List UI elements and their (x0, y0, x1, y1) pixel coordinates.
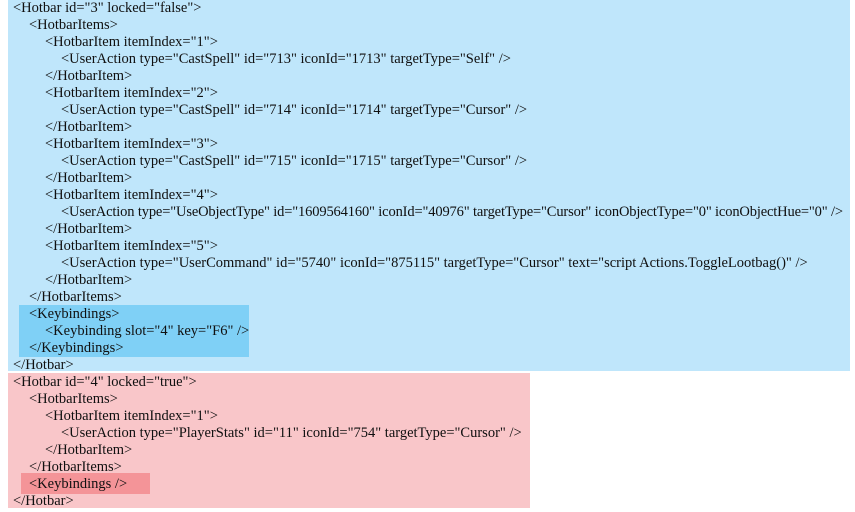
hotbar3-keybinding: <Keybinding slot="4" key="F6" /> (45, 323, 250, 339)
hotbar3-items-open-tag: <HotbarItems> (29, 17, 118, 33)
removed-keybindings-highlight (21, 473, 150, 494)
hotbar3-open-tag: <Hotbar id="3" locked="false"> (13, 0, 202, 16)
hotbar3-close-tag: </Hotbar> (13, 357, 74, 373)
hotbar4-item1-open-tag: <HotbarItem itemIndex="1"> (45, 408, 218, 424)
hotbar4-keybindings-empty-tag: <Keybindings /> (29, 476, 128, 492)
hotbar3-item3-close-tag: </HotbarItem> (45, 170, 133, 186)
hotbar3-keybindings-open-tag: <Keybindings> (29, 306, 120, 322)
hotbar3-item5-open-tag: <HotbarItem itemIndex="5"> (45, 238, 218, 254)
hotbar3-item5-action: <UserAction type="UserCommand" id="5740"… (61, 255, 808, 271)
hotbar4-close-tag: </Hotbar> (13, 493, 74, 509)
hotbar3-item3-action: <UserAction type="CastSpell" id="715" ic… (61, 153, 528, 169)
hotbar4-items-open-tag: <HotbarItems> (29, 391, 118, 407)
hotbar4-items-close-tag: </HotbarItems> (29, 459, 122, 475)
hotbar3-item1-action: <UserAction type="CastSpell" id="713" ic… (61, 51, 511, 67)
hotbar3-item5-close-tag: </HotbarItem> (45, 272, 133, 288)
hotbar3-item2-action: <UserAction type="CastSpell" id="714" ic… (61, 102, 528, 118)
hotbar3-item4-close-tag: </HotbarItem> (45, 221, 133, 237)
hotbar3-items-close-tag: </HotbarItems> (29, 289, 122, 305)
hotbar3-item2-open-tag: <HotbarItem itemIndex="2"> (45, 85, 218, 101)
hotbar3-item1-open-tag: <HotbarItem itemIndex="1"> (45, 34, 218, 50)
hotbar3-item4-action: <UserAction type="UseObjectType" id="160… (61, 204, 843, 220)
hotbar4-open-tag: <Hotbar id="4" locked="true"> (13, 374, 197, 390)
hotbar3-item2-close-tag: </HotbarItem> (45, 119, 133, 135)
hotbar4-item1-close-tag: </HotbarItem> (45, 442, 133, 458)
hotbar3-keybindings-close-tag: </Keybindings> (29, 340, 124, 356)
hotbar4-item1-action: <UserAction type="PlayerStats" id="11" i… (61, 425, 522, 441)
hotbar3-item3-open-tag: <HotbarItem itemIndex="3"> (45, 136, 218, 152)
hotbar3-item4-open-tag: <HotbarItem itemIndex="4"> (45, 187, 218, 203)
added-keybindings-highlight (19, 305, 249, 357)
hotbar3-item1-close-tag: </HotbarItem> (45, 68, 133, 84)
